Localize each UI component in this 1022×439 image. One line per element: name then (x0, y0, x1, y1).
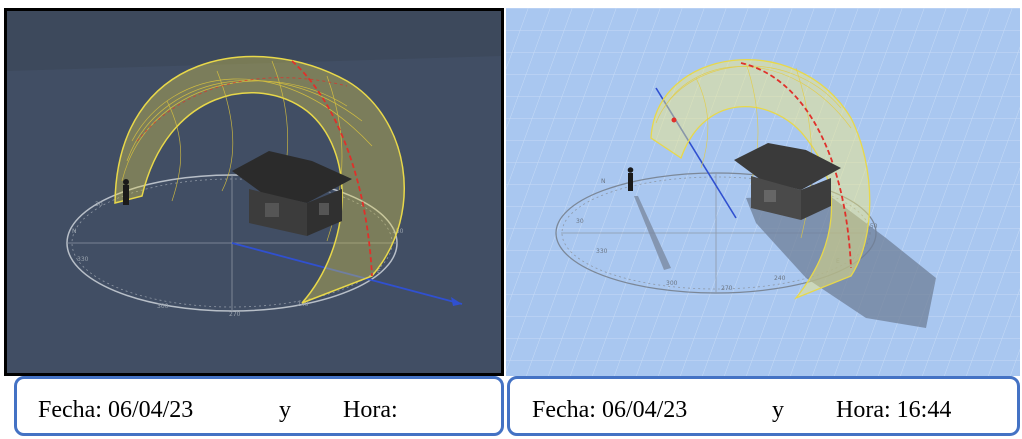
svg-text:300: 300 (157, 303, 169, 310)
human-figure (123, 179, 129, 205)
svg-text:330: 330 (77, 256, 89, 263)
svg-text:330: 330 (596, 248, 608, 255)
house-model (232, 151, 352, 236)
svg-text:N: N (72, 228, 77, 235)
conjunction-label: y (772, 397, 784, 423)
caption-right: Fecha: 06/04/23 y Hora: 16:44 (507, 376, 1020, 436)
north-axis (655, 87, 737, 219)
sun-path-band (650, 59, 871, 300)
time-label: Hora: (343, 397, 398, 423)
caption-left: Fecha: 06/04/23 y Hora: (14, 376, 504, 436)
svg-text:150: 150 (866, 223, 878, 230)
svg-text:240: 240 (297, 301, 309, 308)
svg-text:30: 30 (576, 218, 584, 225)
date-label: Fecha: 06/04/23 (532, 397, 688, 423)
sun-position-marker (671, 117, 677, 123)
north-axis (231, 242, 463, 305)
date-label: Fecha: 06/04/23 (38, 397, 194, 423)
time-label: Hora: 16:44 (836, 397, 952, 423)
svg-text:240: 240 (774, 275, 786, 282)
sun-trajectory (740, 62, 852, 269)
house-model (734, 143, 841, 220)
svg-text:270: 270 (721, 285, 733, 292)
svg-text:N: N (601, 178, 606, 185)
human-figure (627, 167, 634, 191)
svg-text:270: 270 (229, 311, 241, 318)
house-shadow (746, 193, 936, 328)
svg-text:300: 300 (666, 280, 678, 287)
svg-text:E: E (377, 268, 381, 275)
conjunction-label: y (279, 397, 291, 423)
svg-text:30: 30 (95, 201, 103, 208)
